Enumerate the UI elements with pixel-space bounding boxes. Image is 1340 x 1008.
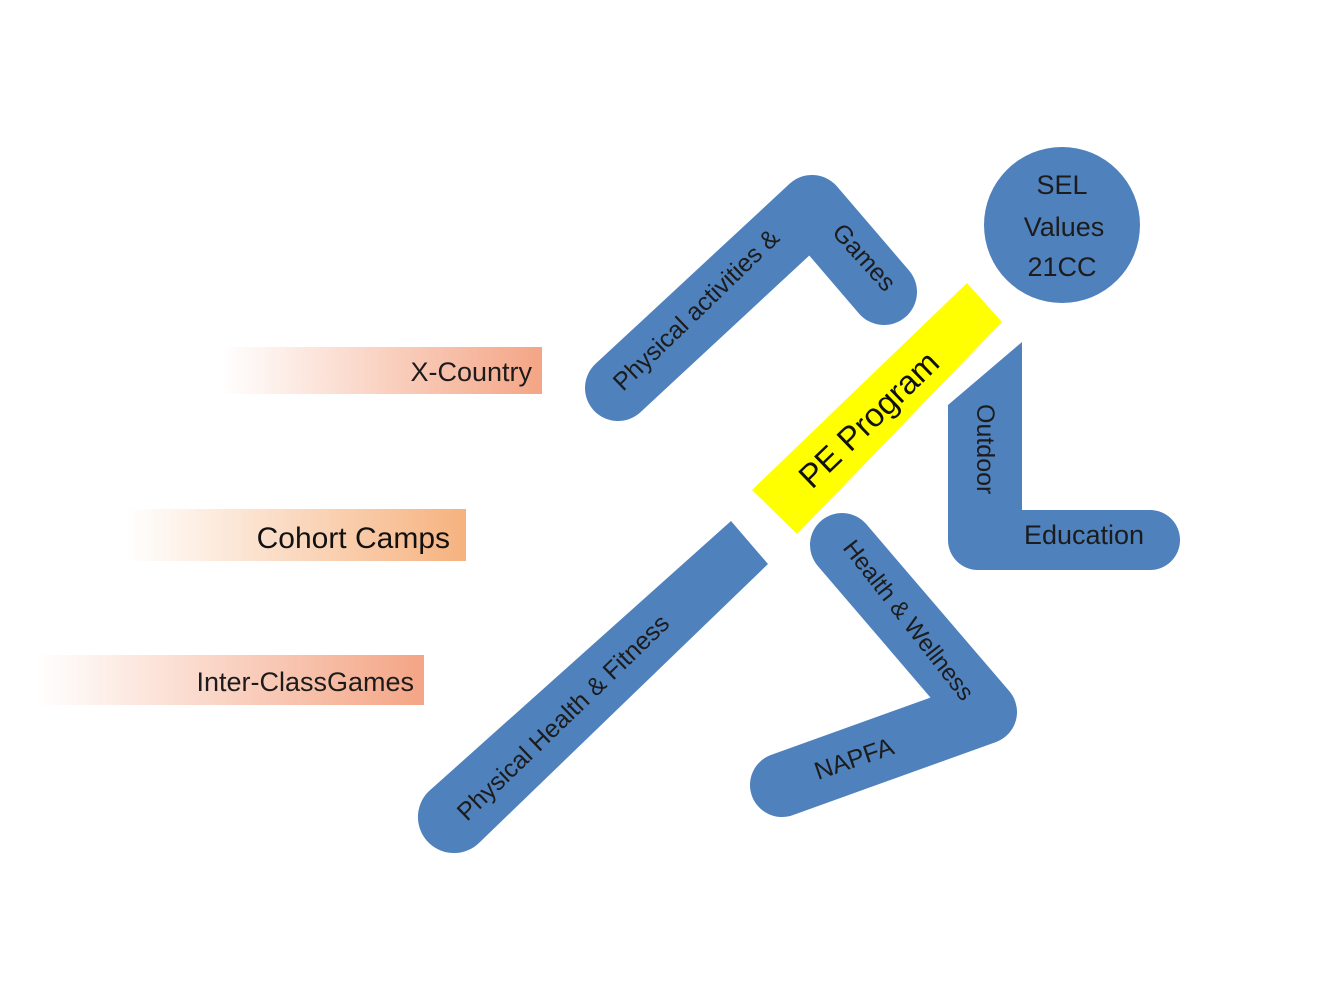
event-streak-x-country: X-Country: [222, 347, 542, 394]
leg-label-physical-health: Physical Health & Fitness: [452, 609, 675, 826]
head-circle: SEL Values 21CC: [984, 147, 1140, 303]
outdoor-education-shape: Outdoor Education: [948, 342, 1180, 570]
event-label-inter-class-games: Inter-ClassGames: [196, 667, 414, 697]
arm-label-physical-activities: Physical activities &: [608, 223, 786, 396]
outdoor-label: Outdoor: [971, 404, 999, 494]
arm-physical-activities: Physical activities & Games: [585, 175, 917, 421]
event-streak-cohort-camps: Cohort Camps: [126, 509, 466, 561]
event-label-cohort-camps: Cohort Camps: [257, 522, 450, 555]
event-label-x-country: X-Country: [410, 357, 532, 387]
head-line-values: Values: [1024, 212, 1105, 242]
head-line-21cc: 21CC: [1027, 252, 1096, 282]
education-label: Education: [1024, 520, 1144, 550]
leg-physical-health: Physical Health & Fitness: [417, 521, 768, 854]
head-line-sel: SEL: [1036, 170, 1087, 200]
event-streak-inter-class-games: Inter-ClassGames: [36, 655, 424, 705]
pe-program-label: PE Program: [791, 344, 946, 495]
leg-health-wellness: Health & Wellness NAPFA: [750, 513, 1017, 817]
